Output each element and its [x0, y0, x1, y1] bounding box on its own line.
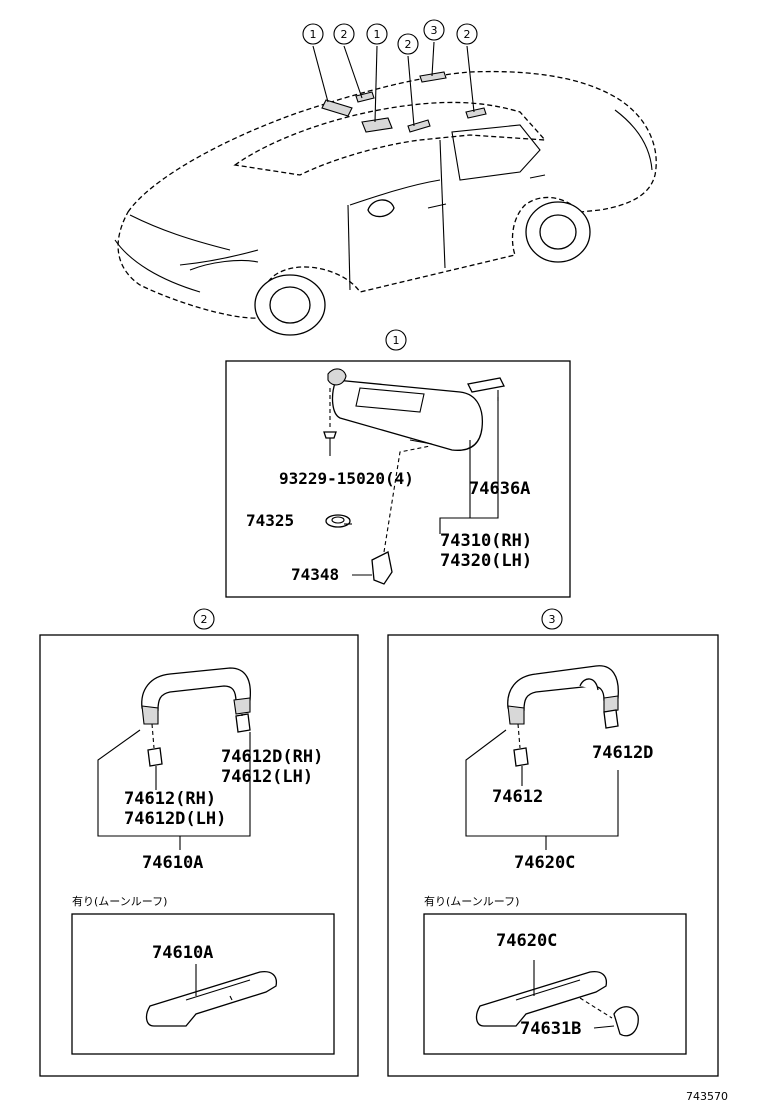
- callout-3: 3: [431, 24, 438, 37]
- label-74636A: 74636A: [469, 479, 530, 499]
- label-74612D: 74612D: [592, 743, 653, 763]
- callout-1a: 1: [310, 28, 317, 41]
- section-1-sun-visor: 1 93229-15020(4) 74636A 74325 74310(RH) …: [225, 329, 571, 598]
- top-callouts: 1 2 1 2 3 2: [302, 19, 478, 55]
- label-74612-rh: 74612(RH): [124, 789, 216, 809]
- label-74620C: 74620C: [514, 853, 575, 873]
- car-illustration: [114, 41, 657, 336]
- callout-2a: 2: [341, 28, 348, 41]
- label-74325: 74325: [246, 511, 294, 530]
- label-74612D-lh: 74612D(LH): [124, 809, 226, 829]
- section-2-assist-grip: 2 74612D(RH) 74612(LH) 74612(RH) 74612D(…: [39, 608, 359, 1077]
- callout-2c: 2: [464, 28, 471, 41]
- label-74612D-rh: 74612D(RH): [221, 747, 323, 767]
- section-3-assist-grip: 3 74612D 74612 74620C 有り(ムーンルーフ) 74620C …: [387, 608, 719, 1077]
- label-74612-lh: 74612(LH): [221, 767, 313, 787]
- callout-1b: 1: [374, 28, 381, 41]
- label-74320-lh: 74320(LH): [440, 551, 532, 571]
- callout-2b: 2: [405, 38, 412, 51]
- label-74612: 74612: [492, 787, 543, 807]
- section-1-callout: 1: [393, 334, 400, 347]
- moonroof-note-2: 有り(ムーンルーフ): [72, 894, 167, 908]
- moonroof-note-3: 有り(ムーンルーフ): [424, 894, 519, 908]
- label-93229-15020: 93229-15020(4): [279, 469, 414, 488]
- reference-number: 743570: [686, 1090, 728, 1103]
- section-2-callout: 2: [201, 613, 208, 626]
- label-74610A-moonroof: 74610A: [152, 943, 213, 963]
- label-74310-rh: 74310(RH): [440, 531, 532, 551]
- label-74631B: 74631B: [520, 1019, 581, 1039]
- section-3-callout: 3: [549, 613, 556, 626]
- label-74620C-moonroof: 74620C: [496, 931, 557, 951]
- label-74610A: 74610A: [142, 853, 203, 873]
- label-74348: 74348: [291, 565, 339, 584]
